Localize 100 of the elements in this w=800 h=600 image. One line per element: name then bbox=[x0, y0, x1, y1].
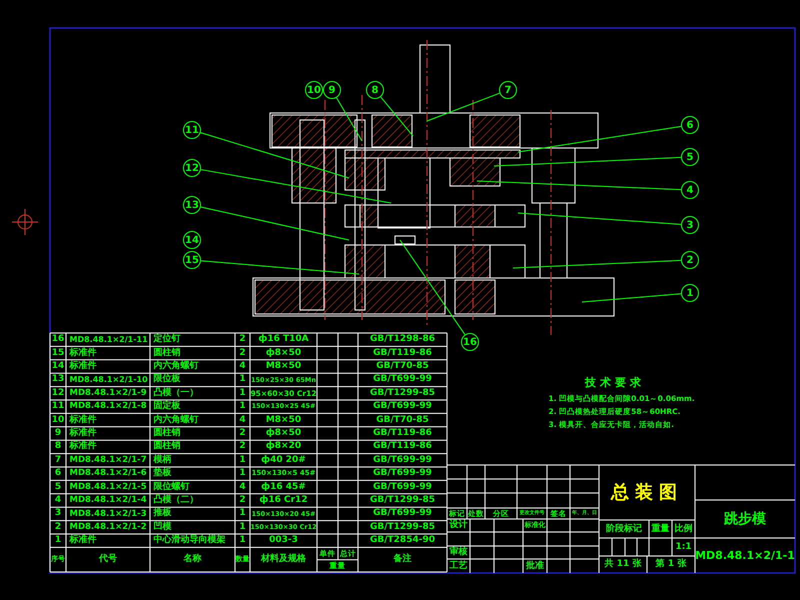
leader-line bbox=[380, 96, 414, 136]
leader-line bbox=[582, 293, 682, 302]
table-cell-text: GB/T2854-90 bbox=[369, 535, 436, 546]
table-cell-text: 2 bbox=[238, 334, 247, 346]
table-cell-text: 凹模 bbox=[152, 522, 172, 533]
leader-line bbox=[400, 240, 466, 336]
table-cell-text: 备注 bbox=[392, 552, 412, 566]
table-cell-text: 1 bbox=[54, 535, 62, 546]
table-cell-text: 1 bbox=[238, 454, 247, 466]
note-text: 标准件 bbox=[68, 414, 98, 426]
table-cell-text: 比例 bbox=[674, 522, 694, 536]
table-cell-text: 标准件 bbox=[68, 535, 98, 546]
table-cell-text: 内六角螺钉 bbox=[152, 360, 200, 372]
table-cell-text: 2 bbox=[238, 441, 247, 453]
table-cell: 12 bbox=[52, 388, 64, 399]
table-cell-text: 第 1 张 bbox=[654, 557, 688, 571]
callout-number: 16 bbox=[461, 333, 479, 351]
table-cell-text: 003-3 bbox=[268, 535, 299, 546]
table-cell-text: 标准件 bbox=[68, 441, 98, 453]
table-cell-text: GB/T699-99 bbox=[372, 401, 433, 412]
callout-number: 11 bbox=[183, 121, 201, 139]
table-cell: 审核 bbox=[448, 547, 468, 558]
table-cell-text: ф8×50 bbox=[264, 347, 302, 359]
table-cell-text: 圆柱销 bbox=[152, 441, 182, 453]
table-cell: 16 bbox=[52, 334, 64, 346]
table-cell-text: 1 bbox=[238, 388, 247, 399]
table-cell-text: 2 bbox=[238, 494, 247, 506]
callout-number: 5 bbox=[681, 148, 699, 166]
table-cell-text: 4 bbox=[54, 494, 62, 506]
table-cell-text: 模柄 bbox=[152, 454, 172, 466]
note-text: 内六角螺钉 bbox=[152, 414, 200, 426]
leader-line bbox=[200, 132, 350, 178]
table-cell-text: 1 bbox=[238, 535, 247, 546]
note-text: 凸模（一） bbox=[152, 388, 200, 399]
table-cell-text: GB/T119-86 bbox=[372, 347, 433, 359]
note-text: MD8.48.1×2/1-9 bbox=[68, 388, 148, 399]
table-cell-text: ф16 T10A bbox=[257, 334, 310, 346]
table-cell: 设计 bbox=[448, 520, 468, 531]
callout-number: 7 bbox=[499, 81, 517, 99]
table-cell-text: GB/T1299-85 bbox=[369, 522, 436, 533]
table-cell: 工艺 bbox=[448, 560, 468, 572]
table-cell-text: 标准件 bbox=[68, 360, 98, 372]
table-cell-text: MD8.48.1×2/1-7 bbox=[68, 454, 148, 466]
callout-number: 14 bbox=[183, 231, 201, 249]
table-cell-text: 2 bbox=[238, 347, 247, 359]
leader-line bbox=[512, 260, 682, 268]
table-cell-text: 圆柱销 bbox=[152, 347, 182, 359]
table-cell-text: MD8.48.1×2/1-1 bbox=[696, 548, 794, 564]
callout-number: 4 bbox=[681, 181, 699, 199]
callout-number: 15 bbox=[183, 251, 201, 269]
table-cell-text: 凸模（二） bbox=[152, 494, 200, 506]
table-cell-text: GB/T699-99 bbox=[372, 481, 433, 493]
table-cell-text: ф8×50 bbox=[264, 428, 302, 440]
table-cell-text: MD8.48.1×2/1-2 bbox=[68, 522, 148, 533]
table-cell-text: 4 bbox=[238, 481, 247, 493]
table-cell-text: 4 bbox=[238, 360, 247, 372]
table-cell: 10 bbox=[52, 414, 64, 426]
table-cell-text: ф8×20 bbox=[264, 441, 302, 453]
table-cell-text: MD8.48.1×2/1-3 bbox=[68, 508, 148, 520]
leader-line bbox=[494, 156, 682, 166]
table-cell-text: M8×50 bbox=[264, 360, 302, 372]
callout-number: 6 bbox=[681, 116, 699, 134]
table-cell-text: GB/T699-99 bbox=[372, 508, 433, 520]
callout-number: 3 bbox=[681, 216, 699, 234]
table-cell-text: 6 bbox=[54, 468, 62, 480]
callout-number: 9 bbox=[323, 81, 341, 99]
leader-line bbox=[200, 206, 350, 240]
table-cell-text: 推板 bbox=[152, 508, 172, 520]
table-cell-text: ф16 45# bbox=[260, 481, 307, 493]
table-cell: 11 bbox=[52, 401, 64, 412]
table-cell-text: GB/T1299-85 bbox=[369, 494, 436, 506]
table-cell-text: GB/T1299-85 bbox=[369, 388, 436, 399]
table-cell-text: GB/T1298-86 bbox=[369, 334, 436, 346]
table-cell-text: GB/T699-99 bbox=[372, 374, 433, 386]
table-cell-text: GB/T699-99 bbox=[372, 468, 433, 480]
table-cell-text: 1 bbox=[238, 508, 247, 520]
table-cell: 15 bbox=[52, 347, 64, 359]
callout-number: 2 bbox=[681, 251, 699, 269]
table-cell-text: 8 bbox=[54, 441, 62, 453]
table-cell-text: MD8.48.1×2/1-11 bbox=[68, 334, 148, 346]
drawing-title: 总装图 bbox=[610, 480, 684, 504]
table-cell-text: 垫板 bbox=[152, 468, 172, 480]
leader-line bbox=[200, 169, 392, 204]
table-cell-text: GB/T699-99 bbox=[372, 454, 433, 466]
table-cell-text: MD8.48.1×2/1-6 bbox=[68, 468, 148, 480]
table-cell-text: ф16 Cr12 bbox=[258, 494, 309, 506]
table-cell-text: 跳步模 bbox=[723, 510, 767, 529]
section-heading: 技术要求 bbox=[584, 376, 646, 388]
table-cell-text: 2 bbox=[238, 428, 247, 440]
table-cell-text: GB/T119-86 bbox=[372, 441, 433, 453]
callout-number: 1 bbox=[681, 284, 699, 302]
table-cell-text: GB/T119-86 bbox=[372, 428, 433, 440]
table-cell-text: 限位螺钉 bbox=[152, 481, 190, 493]
note-text: 固定板 bbox=[152, 401, 182, 412]
table-cell-text: 4 bbox=[238, 414, 247, 426]
table-cell-text: GB/T70-85 bbox=[375, 414, 430, 426]
note-text: 标准件 bbox=[68, 428, 98, 440]
table-cell-text: ф40 20# bbox=[260, 454, 307, 466]
table-cell-text: GB/T70-85 bbox=[375, 360, 430, 372]
table-cell-text: 5 bbox=[54, 481, 62, 493]
